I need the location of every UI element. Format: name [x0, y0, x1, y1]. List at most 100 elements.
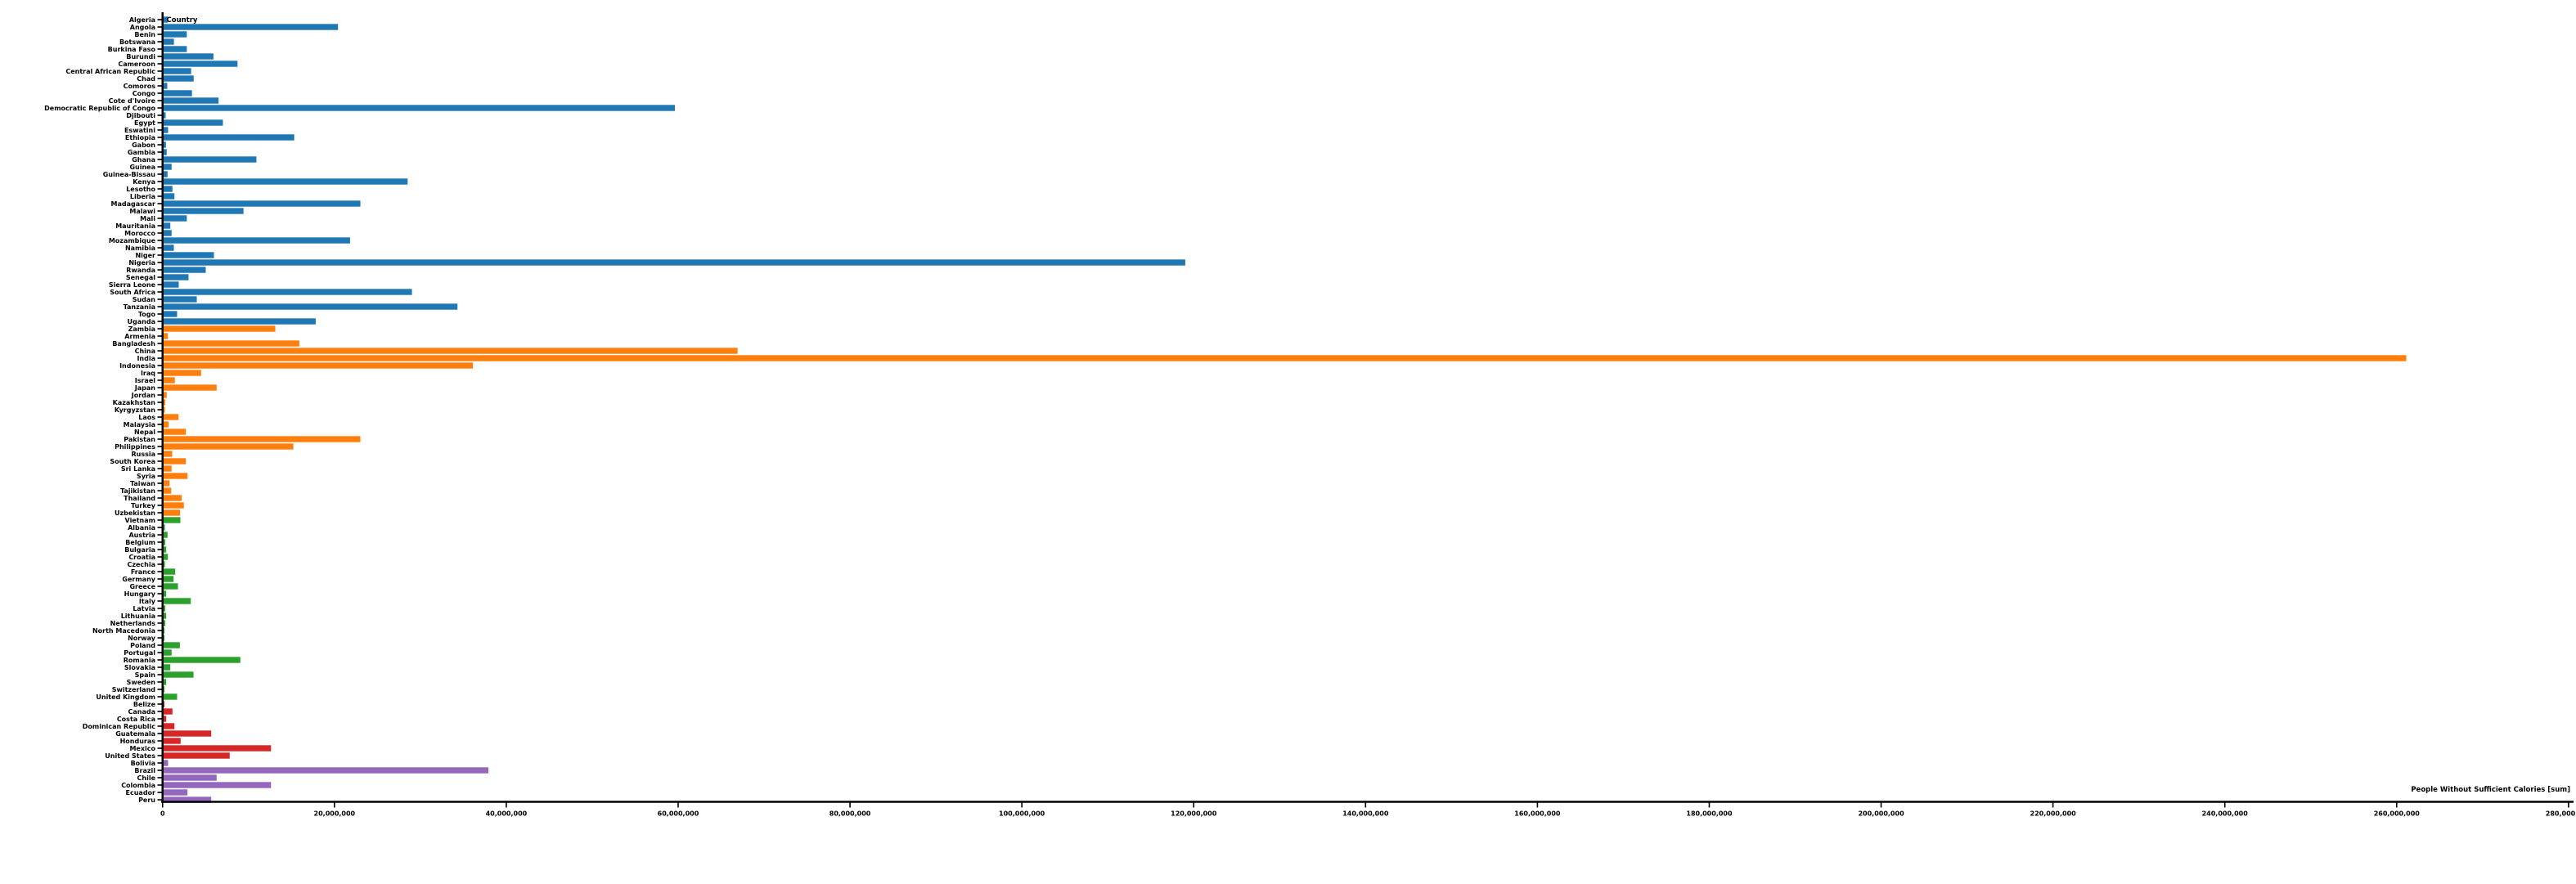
y-tick-label: Jordan [131, 392, 156, 399]
y-tick-label: United States [105, 752, 155, 760]
bar-france [164, 568, 176, 575]
bar-pakistan [164, 436, 361, 442]
y-tick-label: Liberia [130, 193, 155, 200]
y-tick-label: India [137, 355, 155, 362]
y-tick-label: Senegal [126, 274, 155, 281]
bar-philippines [164, 443, 294, 450]
bar-kazakhstan [164, 399, 166, 406]
y-tick-label: Israel [135, 377, 156, 384]
bar-bolivia [164, 760, 169, 766]
y-tick-label: Niger [135, 252, 155, 259]
y-tick-label: Togo [138, 311, 156, 318]
bar-kyrgyzstan [164, 406, 165, 413]
bar-algeria [164, 16, 169, 23]
bar-central-african-republic [164, 68, 191, 74]
y-tick-label: Central African Republic [65, 68, 155, 75]
bar-greece [164, 583, 178, 590]
bar-togo [164, 311, 178, 317]
bar-israel [164, 377, 175, 384]
bar-slovakia [164, 664, 171, 671]
y-tick-label: Madagascar [111, 200, 156, 208]
bar-peru [164, 796, 212, 803]
bar-mali [164, 215, 187, 222]
bar-armenia [164, 333, 169, 339]
bar-cote-d-ivoire [164, 97, 219, 104]
y-tick-label: Kazakhstan [113, 399, 156, 406]
y-tick-label: Guinea [129, 164, 155, 171]
bar-liberia [164, 193, 175, 200]
bar-sudan [164, 296, 197, 303]
bar-bulgaria [164, 546, 167, 553]
bar-united-states [164, 752, 230, 759]
x-tick-label: 80,000,000 [829, 810, 871, 818]
bar-czechia [164, 561, 165, 568]
bar-thailand [164, 495, 182, 501]
y-tick-label: Laos [138, 414, 155, 421]
bar-burundi [164, 53, 214, 60]
y-tick-label: Benin [134, 31, 155, 38]
y-tick-label: Ghana [132, 156, 155, 164]
x-tick-label: 280,000,000 [2546, 810, 2576, 818]
y-tick-label: Uganda [128, 318, 155, 325]
bar-gabon [164, 141, 166, 148]
x-tick-label: 20,000,000 [314, 810, 356, 818]
bar-mozambique [164, 237, 350, 244]
y-tick-label: Gabon [132, 141, 155, 149]
y-tick-label: Cote d'Ivoire [109, 97, 156, 105]
y-tick-label: Albania [128, 524, 155, 532]
y-tick-label: Chile [137, 774, 156, 782]
x-tick-label: 180,000,000 [1686, 810, 1733, 818]
bar-congo [164, 90, 192, 96]
y-tick-label: Gambia [128, 149, 155, 156]
y-tick-label: China [135, 348, 155, 355]
bar-guatemala [164, 730, 212, 737]
bar-malaysia [164, 421, 169, 428]
bar-jordan [164, 392, 167, 398]
y-tick-label: Indonesia [119, 362, 155, 370]
y-tick-label: Tanzania [124, 303, 155, 311]
y-tick-label: South Korea [110, 458, 155, 465]
bar-uzbekistan [164, 509, 181, 516]
y-tick-label: Angola [130, 24, 155, 31]
bar-portugal [164, 649, 172, 656]
bar-poland [164, 642, 180, 648]
y-tick-label: Burkina Faso [108, 46, 156, 53]
y-tick-label: Belize [133, 701, 156, 708]
bar-tanzania [164, 303, 458, 310]
bar-romania [164, 657, 241, 663]
bar-italy [164, 598, 191, 604]
bar-lithuania [164, 613, 167, 619]
y-tick-label: Sudan [133, 296, 156, 303]
bar-ghana [164, 156, 257, 163]
y-tick-label: Bulgaria [124, 546, 155, 554]
bar-djibouti [164, 112, 166, 119]
y-tick-label: Vietnam [125, 517, 155, 524]
x-tick-label: 220,000,000 [2030, 810, 2077, 818]
y-tick-label: Mauritania [115, 222, 155, 230]
bar-burkina-faso [164, 46, 187, 52]
bar-nigeria [164, 259, 1185, 266]
y-tick-label: Portugal [124, 649, 155, 657]
bar-tajikistan [164, 487, 172, 494]
x-tick-label: 160,000,000 [1514, 810, 1561, 818]
bar-senegal [164, 274, 189, 280]
y-tick-label: Japan [134, 384, 156, 392]
y-tick-label: Cameroon [118, 61, 155, 68]
bar-benin [164, 31, 187, 38]
y-tick-label: Eswatini [124, 127, 155, 134]
x-tick-label: 40,000,000 [486, 810, 528, 818]
bar-sri-lanka [164, 465, 172, 472]
bar-south-korea [164, 458, 187, 464]
bar-gambia [164, 149, 167, 155]
y-tick-label: Mali [140, 215, 155, 222]
y-tick-label: North Macedonia [92, 627, 155, 635]
bar-chad [164, 75, 194, 82]
y-tick-label: Nepal [134, 429, 155, 436]
y-tick-label: Nigeria [128, 259, 155, 267]
y-tick-label: Syria [137, 473, 155, 480]
y-tick-label: Rwanda [126, 267, 155, 274]
bar-turkey [164, 502, 184, 509]
y-tick-label: Bangladesh [112, 340, 155, 348]
y-tick-label: Morocco [124, 230, 155, 237]
